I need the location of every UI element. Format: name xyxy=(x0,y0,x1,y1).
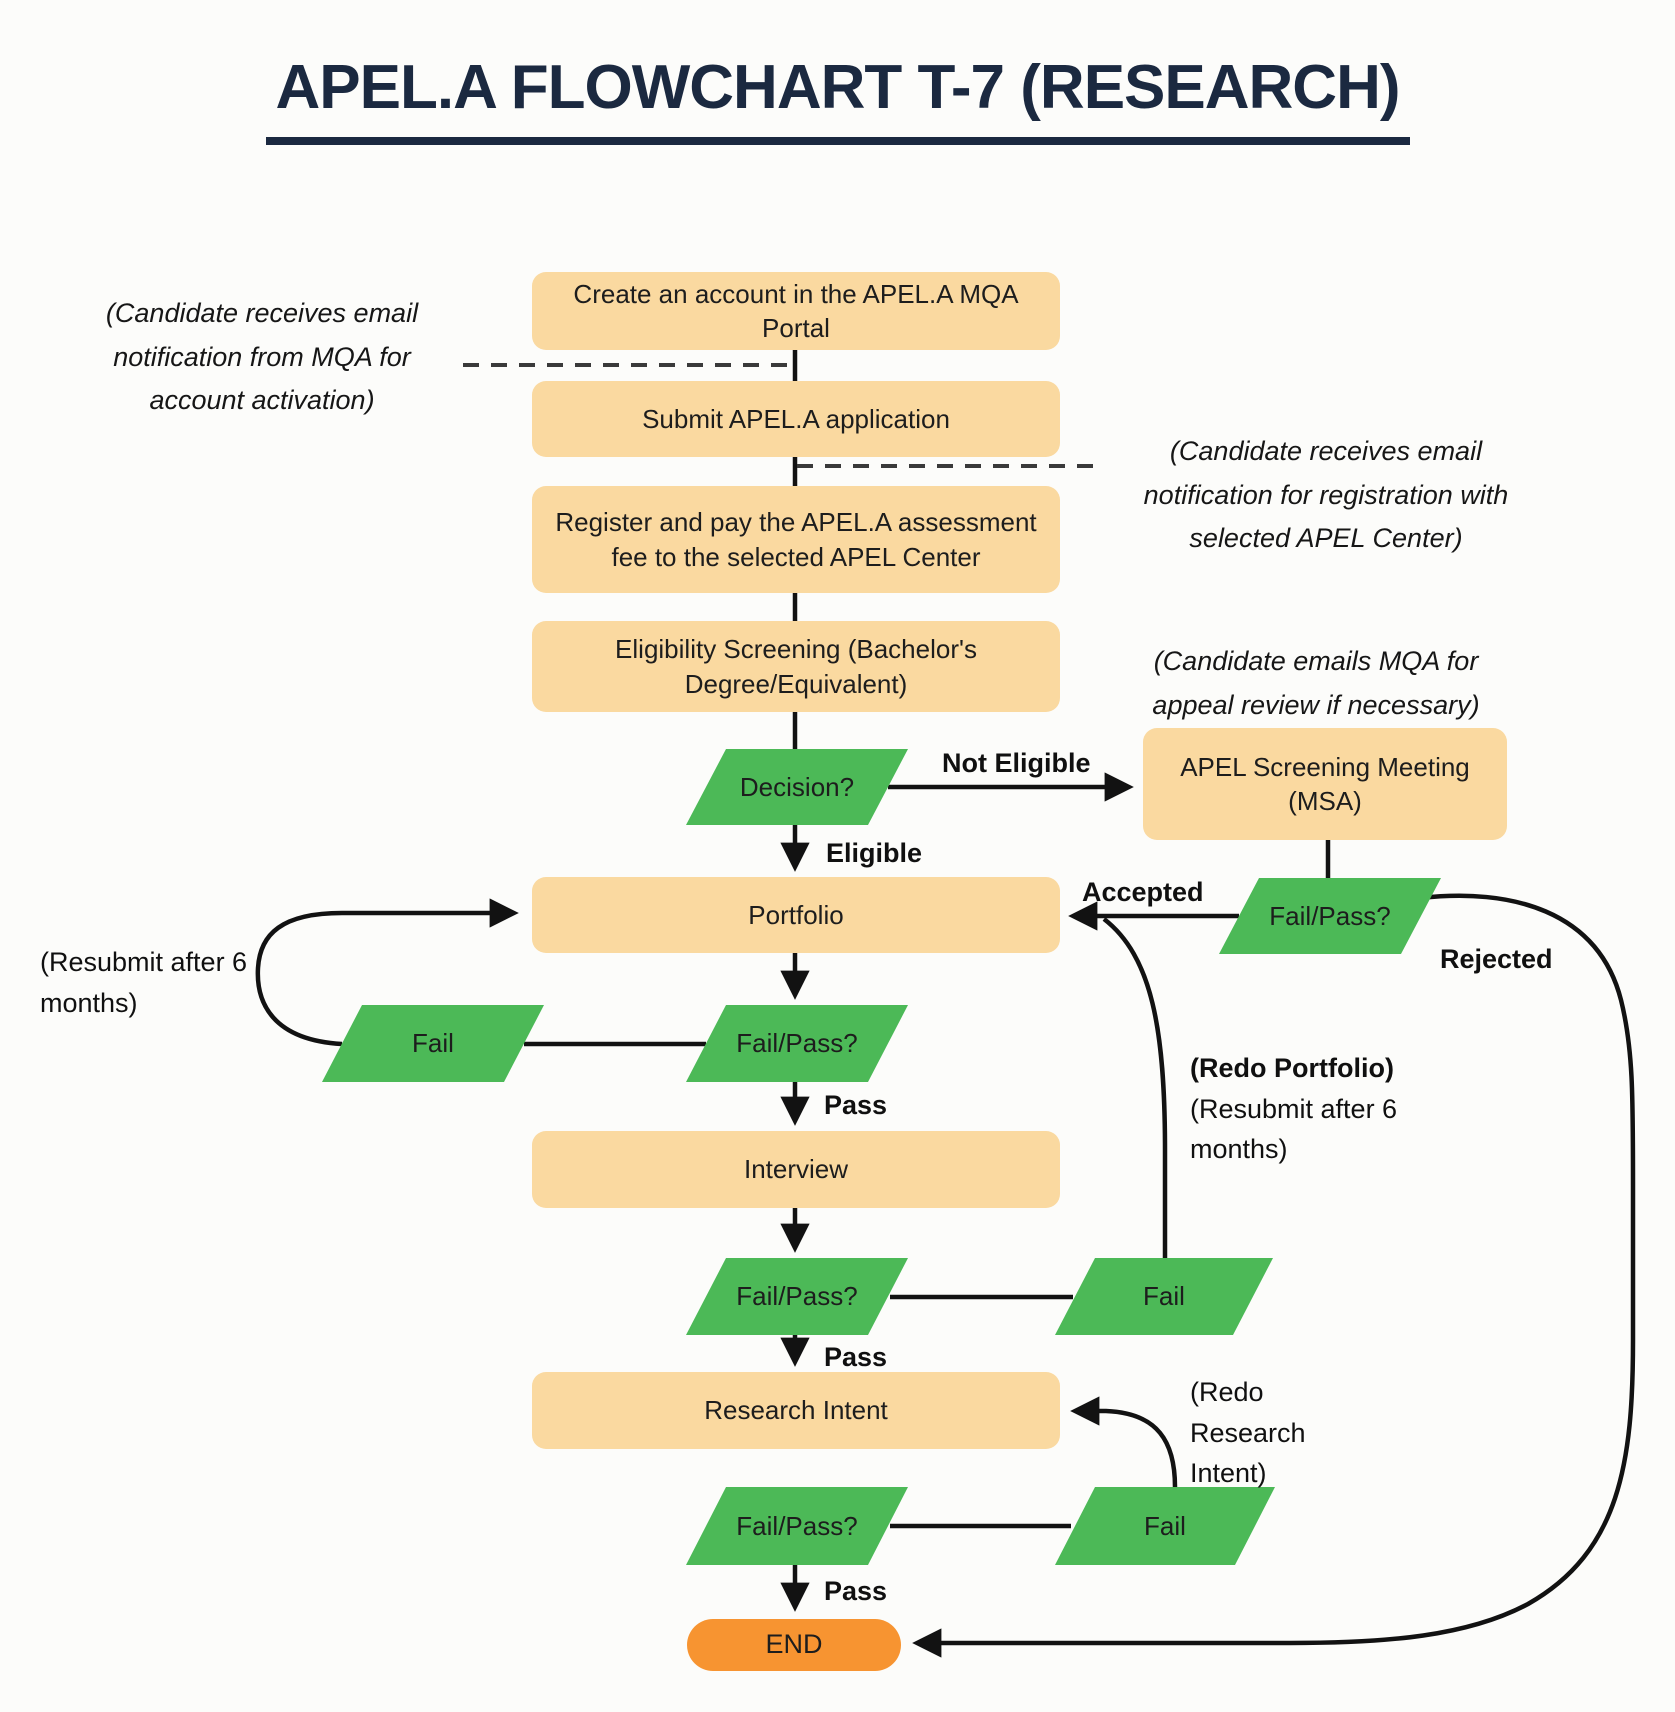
node-label: Research Intent xyxy=(704,1395,888,1426)
edge-label-rejected: Rejected xyxy=(1440,944,1553,974)
node-label: Interview xyxy=(743,1154,849,1185)
node-label: Create an account in the APEL.A MQA Port… xyxy=(573,278,1019,343)
decision-parallelogram-portfolio: Fail/Pass? xyxy=(686,1005,908,1082)
node-label: Fail/Pass? xyxy=(1269,900,1391,931)
edge-label-not-eligible: Not Eligible xyxy=(942,748,1091,778)
node-label: Fail/Pass? xyxy=(736,1028,858,1059)
node-portfolio: Portfolio xyxy=(532,877,1060,953)
node-label: Register and pay the APEL.A assessment f… xyxy=(555,507,1037,572)
node-label: Fail xyxy=(1143,1281,1185,1312)
node-label: Fail xyxy=(1144,1510,1186,1541)
edge-label-pass-research: Pass xyxy=(824,1342,888,1372)
node-label: Fail/Pass? xyxy=(736,1281,858,1312)
edge-label-accepted: Accepted xyxy=(1082,877,1204,907)
note-resubmit-left: (Resubmit after 6 months) xyxy=(40,947,248,1018)
edge-fail-mid-redo-portfolio xyxy=(1102,917,1168,1258)
edge-fail-bottom-redo-research xyxy=(1070,1396,1178,1488)
node-label: END xyxy=(765,1629,823,1660)
node-submit-application: Submit APEL.A application xyxy=(532,381,1060,457)
fail-parallelogram-portfolio: Fail xyxy=(322,1005,544,1082)
edge-rejected-to-end xyxy=(912,893,1636,1658)
annotation-registration: (Candidate receives email notification f… xyxy=(1143,436,1509,554)
note-redo-portfolio-title: (Redo Portfolio) xyxy=(1190,1053,1394,1083)
decision-parallelogram-msa: Fail/Pass? xyxy=(1219,878,1441,954)
decision-parallelogram-interview: Fail/Pass? xyxy=(686,1258,908,1335)
annotation-appeal-review: (Candidate emails MQA for appeal review … xyxy=(1152,646,1480,720)
node-interview: Interview xyxy=(532,1131,1060,1208)
fail-parallelogram-interview: Fail xyxy=(1055,1258,1273,1335)
page-title: APEL.A FLOWCHART T-7 (RESEARCH) xyxy=(265,52,1410,145)
annotation-account-activation: (Candidate receives email notification f… xyxy=(105,298,419,416)
node-create-account: Create an account in the APEL.A MQA Port… xyxy=(532,272,1060,350)
decision-parallelogram-eligibility: Decision? xyxy=(686,749,908,825)
node-label: Eligibility Screening (Bachelor's Degree… xyxy=(615,634,977,699)
fail-parallelogram-research: Fail xyxy=(1055,1487,1275,1565)
node-label: Fail xyxy=(412,1028,454,1059)
edge-label-pass-end: Pass xyxy=(824,1576,888,1606)
node-label: Fail/Pass? xyxy=(736,1510,858,1541)
edge-label-eligible: Eligible xyxy=(826,838,923,868)
decision-parallelogram-research: Fail/Pass? xyxy=(686,1487,908,1565)
node-label: Submit APEL.A application xyxy=(642,403,950,434)
edge-label-pass-interview: Pass xyxy=(824,1090,888,1120)
node-label: Portfolio xyxy=(748,899,844,930)
node-eligibility-screening: Eligibility Screening (Bachelor's Degree… xyxy=(532,621,1060,712)
node-label: Decision? xyxy=(739,771,855,802)
note-redo-portfolio-body: (Resubmit after 6 months) xyxy=(1190,1093,1398,1165)
node-apel-screening-meeting: APEL Screening Meeting (MSA) xyxy=(1143,728,1507,840)
end-terminator: END xyxy=(687,1619,901,1671)
node-research-intent: Research Intent xyxy=(532,1372,1060,1449)
note-redo-research-intent: (Redo Research Intent) xyxy=(1190,1377,1306,1488)
node-register-pay: Register and pay the APEL.A assessment f… xyxy=(532,486,1060,593)
note-redo-portfolio: (Redo Portfolio) (Resubmit after 6 month… xyxy=(1190,1048,1418,1170)
node-label: APEL Screening Meeting (MSA) xyxy=(1180,751,1470,816)
title-wrap: APEL.A FLOWCHART T-7 (RESEARCH) xyxy=(0,52,1675,145)
